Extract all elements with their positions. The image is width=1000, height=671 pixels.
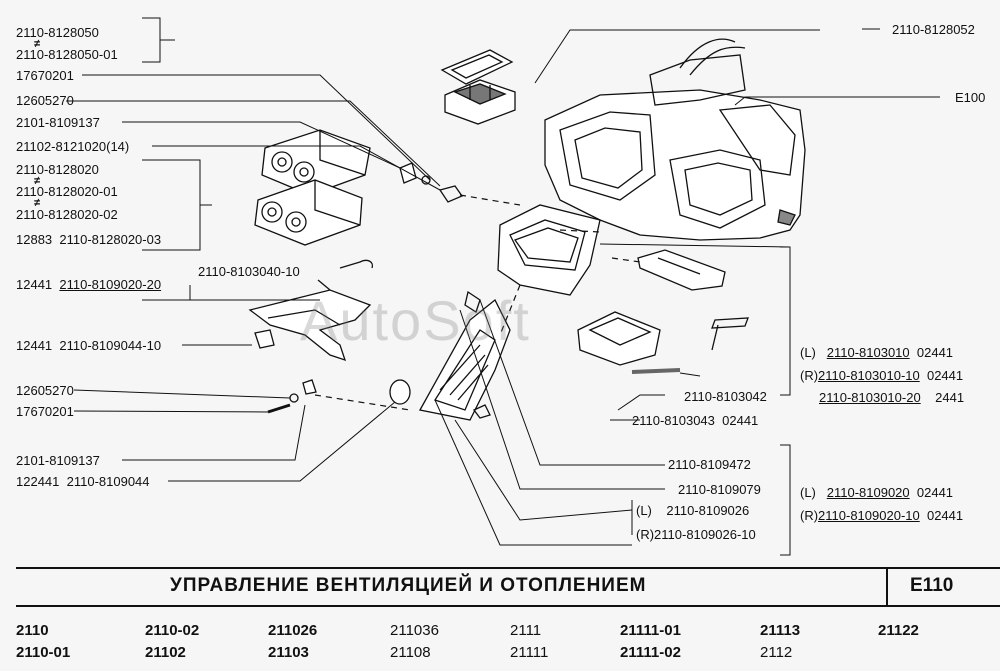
flap-frame-drawing (637, 249, 726, 291)
title-divider (886, 567, 888, 605)
model-code: 2110-02 (145, 622, 200, 639)
model-code: 2112 (760, 644, 793, 661)
page-title: УПРАВЛЕНИЕ ВЕНТИЛЯЦИЕЙ И ОТОПЛЕНИЕМ (170, 575, 647, 596)
label-part-2110-8128050-01: 2110-8128050-01 (16, 47, 118, 62)
duct-nozzle-drawing (497, 204, 601, 296)
label-part-2110-8128020: 2110-8128020 (16, 162, 99, 177)
not-interchangeable-icon: ≠ (34, 197, 41, 209)
not-interchangeable-icon: ≠ (34, 175, 41, 187)
label-part-17670201-top: 17670201 (16, 68, 74, 83)
model-code: 21108 (390, 644, 431, 661)
label-part-2110-8103043: 2110-8103043 02441 (632, 413, 759, 428)
model-code: 2111 (510, 622, 542, 639)
label-part-2110-8103042: 2110-8103042 (684, 389, 767, 404)
label-part-2110-8109020-10: (R)2110-8109020-10 02441 (800, 508, 964, 523)
label-part-2110-8109020-20: 12441 2110-8109020-20 (16, 277, 162, 292)
label-part-2101-8109137-bottom: 2101-8109137 (16, 453, 100, 468)
label-part-21102-8121020: 21102-8121020(14) (16, 139, 130, 154)
model-code: 21102 (145, 644, 186, 661)
label-part-e100: E100 (955, 90, 986, 105)
label-part-2110-8103040-10: 2110-8103040-10 (198, 264, 300, 279)
label-part-2110-8103010: (L) 2110-8103010 02441 (800, 345, 954, 360)
model-code: 21113 (760, 622, 801, 639)
label-part-2110-8109026-10: (R)2110-8109026-10 (636, 527, 756, 542)
label-part-2110-8128020-01: 2110-8128020-01 (16, 184, 118, 199)
model-code: 21111-01 (620, 622, 681, 639)
label-part-2110-8109020: (L) 2110-8109020 02441 (800, 485, 954, 500)
label-part-2110-8128050: 2110-8128050 (16, 25, 99, 40)
label-part-2110-8128020-02: 2110-8128020-02 (16, 207, 118, 222)
mounting-bracket-drawing (248, 259, 374, 362)
not-interchangeable-icon: ≠ (34, 38, 41, 50)
label-part-2110-8109044-10: 12441 2110-8109044-10 (16, 338, 162, 353)
model-code: 2110-01 (16, 644, 71, 661)
label-part-12605270-bottom: 12605270 (16, 383, 74, 398)
control-unit-lower-drawing (254, 179, 363, 246)
label-part-17670201-bottom: 17670201 (16, 404, 74, 419)
model-code: 21122 (878, 622, 919, 639)
label-part-2110-8109472: 2110-8109472 (668, 457, 751, 472)
label-part-2110-8109026: (L) 2110-8109026 (636, 503, 750, 518)
watermark: AutoSoft (300, 289, 531, 352)
model-code: 21111 (510, 644, 549, 661)
label-part-2110-8128020-03: 12883 2110-8128020-03 (16, 232, 162, 247)
label-part-2110-8128052: 2110-8128052 (892, 22, 975, 37)
label-part-2110-8109044: 122441 2110-8109044 (16, 474, 150, 489)
model-code: 21111-02 (620, 644, 681, 661)
label-part-2101-8109137-top: 2101-8109137 (16, 115, 100, 130)
label-part-2110-8109079: 2110-8109079 (678, 482, 761, 497)
title-band (16, 567, 1000, 607)
model-code: 21103 (268, 644, 309, 661)
label-part-12605270-top: 12605270 (16, 93, 74, 108)
damper-flap-drawing (577, 311, 749, 366)
model-code: 211036 (390, 622, 439, 639)
heater-housing-drawing (544, 38, 806, 241)
model-code: 211026 (268, 622, 318, 639)
label-part-2110-8103010-20: 2110-8103010-20 2441 (819, 390, 965, 405)
model-code: 2110 (16, 622, 49, 639)
label-part-2110-8103010-10: (R)2110-8103010-10 02441 (800, 368, 964, 383)
section-code: E110 (910, 575, 954, 596)
air-duct-cap-drawing (440, 49, 516, 125)
